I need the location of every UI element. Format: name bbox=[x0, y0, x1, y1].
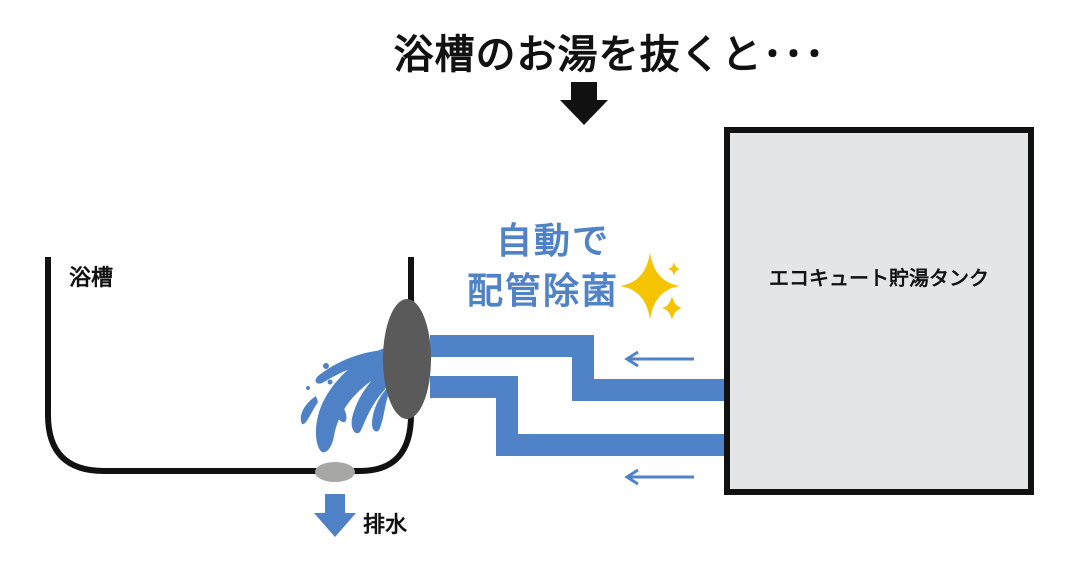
bathtub-outline bbox=[45, 257, 414, 474]
circulation-jet bbox=[383, 299, 431, 419]
tank-label: エコキュート貯湯タンク bbox=[769, 266, 989, 290]
bathtub-label: 浴槽 bbox=[69, 266, 114, 291]
flow-arrow-upper-icon bbox=[624, 350, 694, 368]
auto-clean-line2: 配管除菌 bbox=[467, 271, 620, 312]
pipes bbox=[430, 335, 724, 456]
page-title: 浴槽のお湯を抜くと･･･ bbox=[393, 32, 826, 78]
water-spray-icon bbox=[300, 348, 388, 453]
drain-label: 排水 bbox=[363, 513, 408, 538]
drain-plug bbox=[315, 462, 355, 482]
sparkle-icon bbox=[620, 252, 682, 320]
flow-arrow-lower-icon bbox=[624, 468, 694, 486]
auto-clean-line1: 自動で bbox=[496, 221, 611, 262]
storage-tank bbox=[724, 127, 1034, 495]
down-arrow-icon bbox=[560, 82, 608, 125]
drain-arrow-icon bbox=[314, 494, 356, 537]
